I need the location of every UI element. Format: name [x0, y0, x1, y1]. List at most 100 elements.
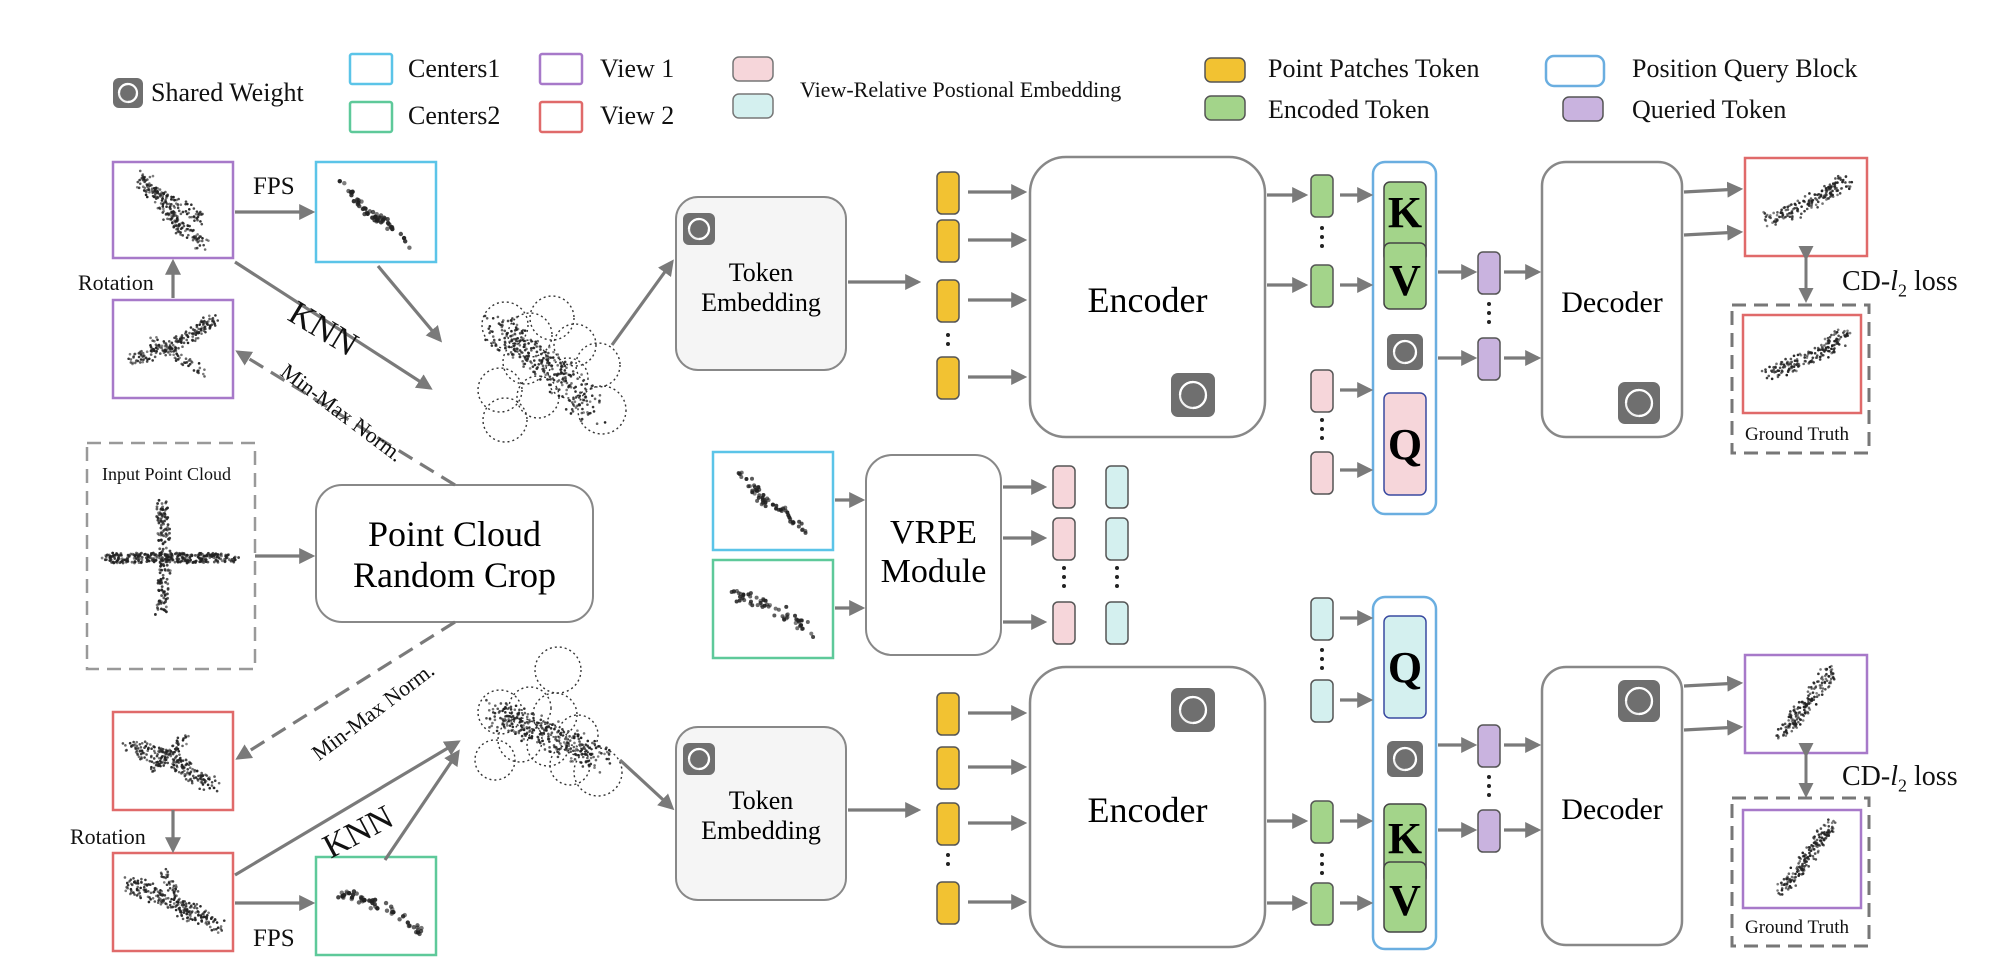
cloud-point: [171, 762, 174, 766]
cloud-point: [147, 746, 150, 750]
cloud-point: [206, 560, 210, 564]
cloud-point: [176, 742, 179, 745]
cloud-point: [774, 503, 779, 508]
cloud-point: [542, 369, 546, 372]
cloud-point: [598, 401, 601, 404]
cloud-point: [181, 744, 184, 748]
cloud-point: [137, 351, 141, 355]
cloud-point: [503, 336, 506, 340]
cloud-point: [145, 195, 149, 199]
cloud-point: [569, 756, 573, 760]
cloud-point: [153, 192, 157, 196]
cloud-point: [162, 207, 165, 211]
ellipsis-dot: [1320, 666, 1324, 670]
cloud-point: [130, 889, 133, 893]
cloud-point: [1836, 328, 1840, 332]
cloud-point: [517, 713, 520, 716]
cloud-point: [1801, 869, 1805, 872]
view2-swatch: [538, 100, 584, 134]
cloud-point: [147, 188, 151, 192]
centers2-swatch: [348, 100, 394, 134]
cloud-point: [756, 495, 761, 500]
cloud-point: [160, 346, 164, 350]
shared-weight-glyphs: [117, 82, 1654, 772]
cloud-point: [158, 571, 162, 575]
shared-weight-glyph: [1392, 746, 1418, 772]
cloud-point: [177, 770, 181, 774]
cloud-point: [572, 404, 576, 408]
cloud-point: [512, 353, 515, 356]
cloud-point: [1811, 356, 1815, 360]
cloud-point: [750, 476, 755, 481]
cloud-point: [185, 236, 189, 239]
cloud-point: [510, 729, 513, 732]
cloud-point: [170, 554, 174, 558]
cloud-point: [605, 750, 609, 754]
cloud-point: [598, 771, 602, 774]
cloud-point: [140, 551, 143, 555]
cloud-point: [567, 729, 570, 733]
cloud-point: [144, 193, 148, 197]
cloud-point: [548, 390, 552, 394]
cloud-point: [1780, 888, 1784, 892]
cloud-point: [367, 898, 372, 903]
cloud-point: [506, 319, 510, 323]
cloud-point: [344, 890, 350, 896]
cloud-point: [367, 209, 373, 214]
cloud-point: [588, 746, 592, 749]
cloud-point: [1821, 687, 1825, 690]
cloud-point: [593, 766, 596, 770]
cloud-point: [500, 325, 504, 329]
cloud-point: [168, 531, 171, 535]
cloud-point: [1833, 330, 1836, 333]
cloud-point: [215, 553, 218, 557]
cloud-point: [180, 903, 184, 907]
ground-truth-frame-top: [1730, 303, 1871, 455]
cloud-point: [582, 745, 586, 749]
cloud-point: [553, 359, 556, 362]
cloud-point: [182, 341, 186, 345]
cloud-point: [144, 556, 148, 560]
patch-token-swatch: [1204, 57, 1246, 83]
cloud-point: [186, 560, 190, 564]
cloud-point: [184, 361, 187, 364]
cloud-point: [1790, 203, 1793, 206]
cloud-point: [784, 604, 789, 609]
cloud-point: [595, 745, 598, 749]
cloud-point: [166, 587, 170, 591]
cloud-point: [341, 895, 346, 900]
cloud-point: [187, 779, 190, 783]
cloud-point: [212, 919, 216, 923]
cloud-point: [182, 222, 185, 225]
cloud-point: [544, 364, 548, 368]
token: [936, 802, 960, 846]
cloud-point: [180, 338, 184, 342]
cloud-point: [164, 605, 168, 609]
cloud-point: [1790, 717, 1793, 720]
cloud-point: [540, 361, 543, 364]
cloud-point: [537, 362, 541, 366]
cloud-point: [165, 194, 169, 198]
cloud-point: [136, 879, 140, 883]
cloud-point: [547, 355, 550, 359]
cloud-point: [128, 352, 132, 356]
cloud-point: [184, 777, 188, 781]
cd-loss-label-top: CD-l2 loss: [1842, 268, 1958, 300]
cloud-point: [795, 626, 800, 631]
cloud-point: [549, 378, 552, 381]
cloud-point: [201, 783, 205, 786]
cloud-point: [1775, 213, 1779, 217]
cloud-point: [585, 399, 589, 403]
cloud-point: [1831, 672, 1835, 675]
cloud-point: [176, 215, 179, 218]
cloud-point: [164, 213, 168, 216]
cloud-point: [198, 323, 202, 326]
cloud-point: [159, 512, 162, 516]
cloud-point: [544, 373, 547, 377]
cloud-point: [515, 716, 518, 720]
cloud-point: [176, 227, 180, 231]
cloud-point: [1836, 181, 1839, 184]
cloud-point: [731, 589, 736, 594]
cloud-point: [157, 899, 160, 902]
cloud-point: [149, 891, 153, 895]
